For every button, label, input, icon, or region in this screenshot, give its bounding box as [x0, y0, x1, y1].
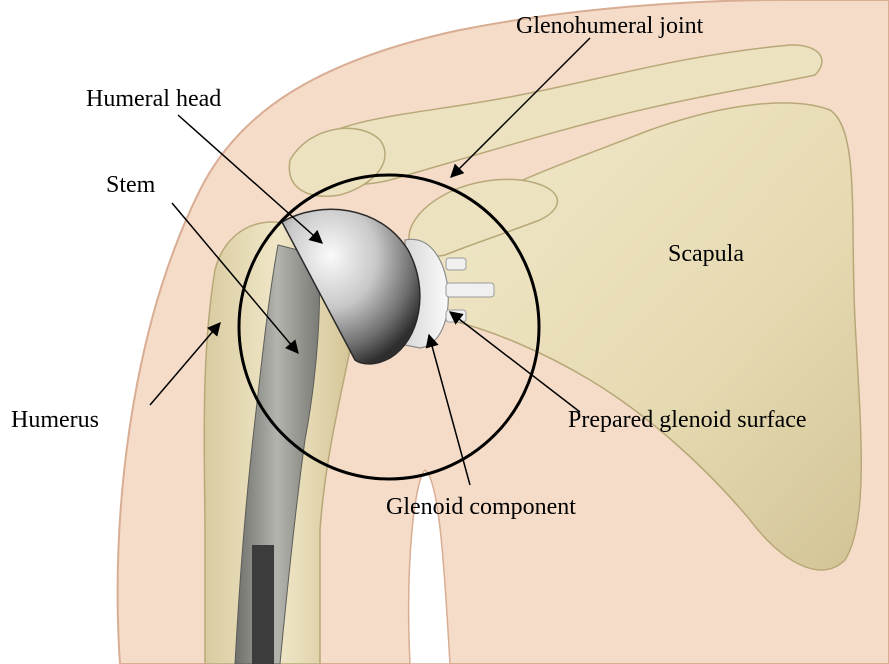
label-humeral-head: Humeral head	[86, 86, 221, 112]
label-stem: Stem	[106, 172, 156, 198]
label-humerus: Humerus	[11, 407, 99, 433]
label-scapula: Scapula	[668, 241, 744, 267]
label-glenoid-component: Glenoid component	[386, 494, 576, 520]
glenoid-peg-2	[446, 283, 494, 297]
label-prepared-glenoid-surface: Prepared glenoid surface	[568, 407, 807, 433]
stem-channel	[252, 545, 274, 664]
label-glenohumeral-joint: Glenohumeral joint	[516, 13, 704, 39]
glenoid-peg-1	[446, 258, 466, 270]
